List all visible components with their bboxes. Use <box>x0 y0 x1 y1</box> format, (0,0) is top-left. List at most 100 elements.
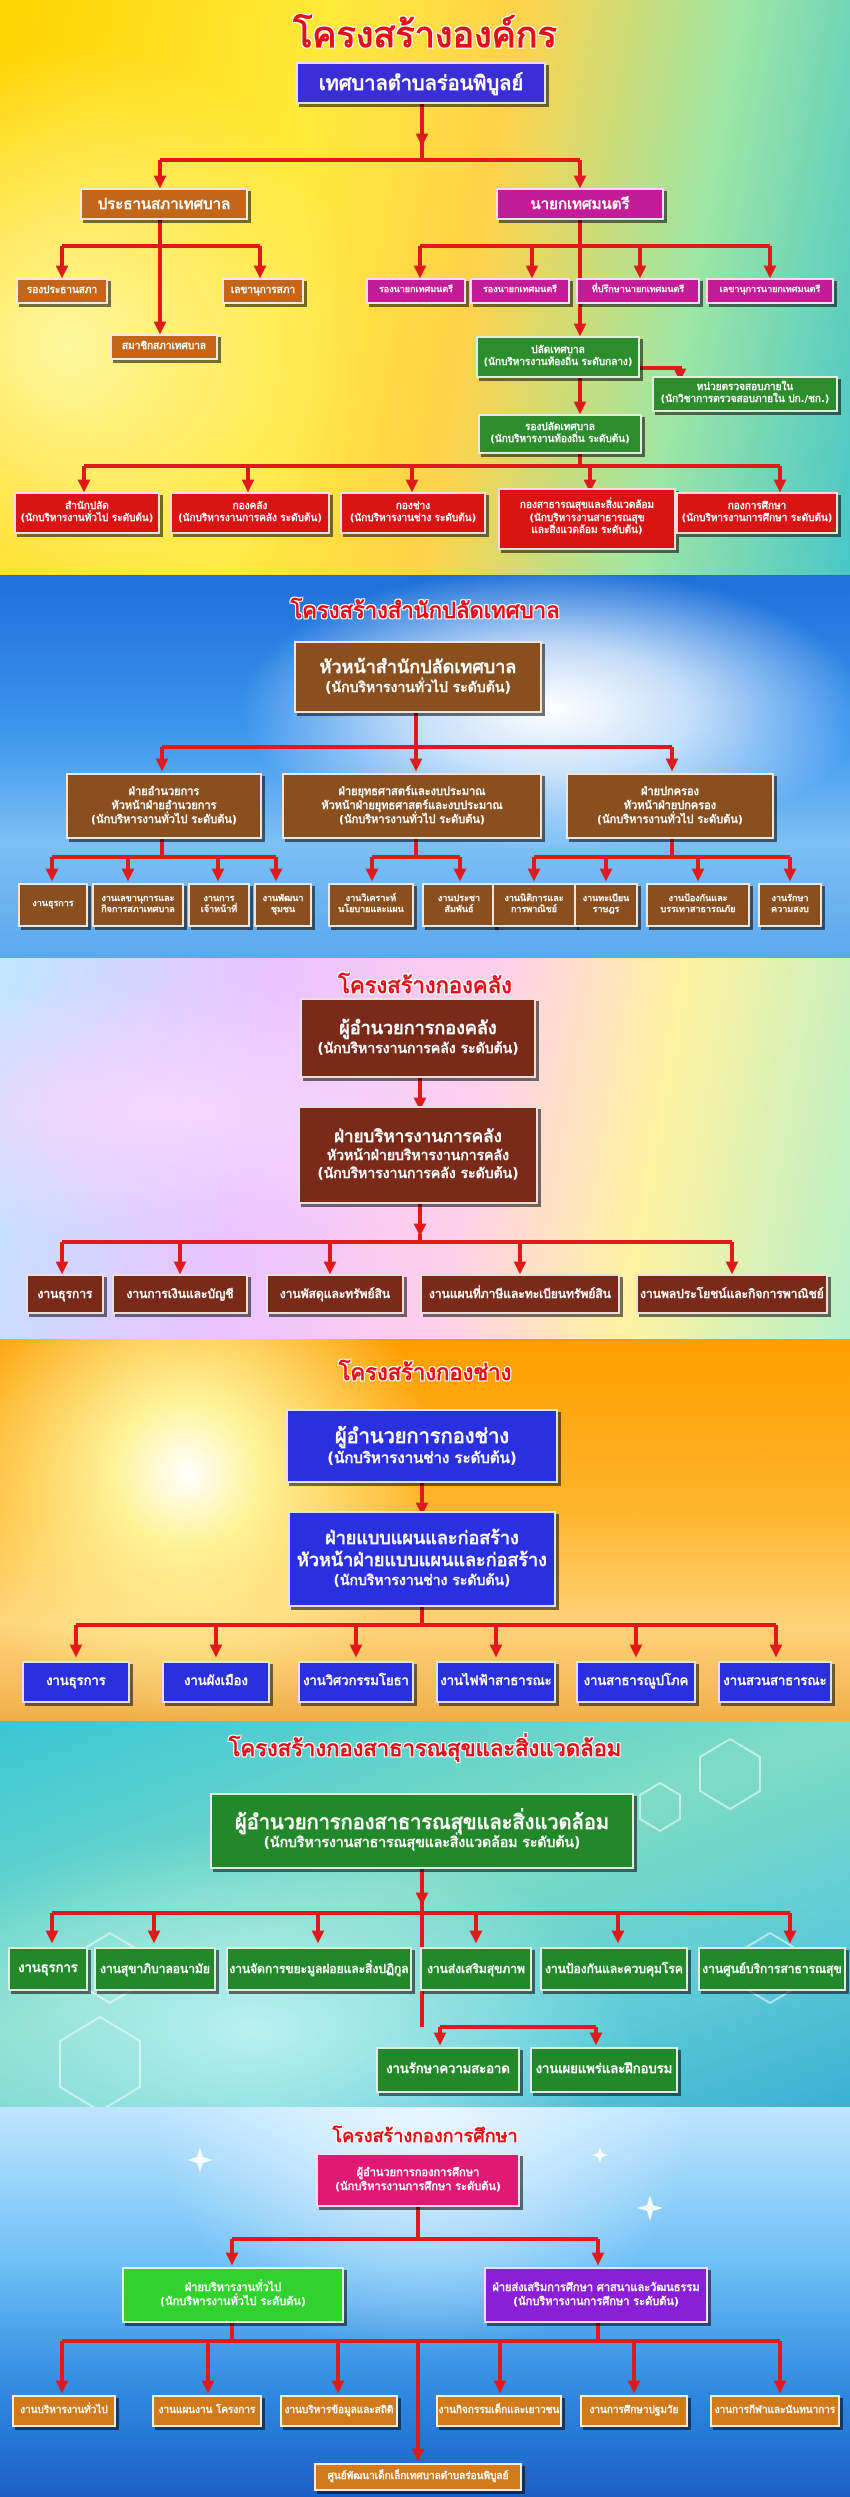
finance-division-head-label: หัวหน้าฝ่ายบริหารงานการคลัง <box>327 1148 509 1165</box>
clerk-office-head-label: หัวหน้าสำนักปลัดเทศบาล <box>319 657 517 678</box>
unit-box: งานธุรการ <box>26 1274 104 1314</box>
council-secretary-label: เลขานุการสภา <box>230 284 296 296</box>
division-head-label: หัวหน้าฝ่ายปกครอง <box>623 799 717 813</box>
section3-title: โครงสร้างกองคลัง <box>338 974 512 999</box>
unit-label: งานพัสดุและทรัพย์สิน <box>279 1286 391 1301</box>
unit-box: งานบริหารงานทั่วไป <box>12 2395 116 2427</box>
department-level: (นักบริหารงานสาธารณสุข <box>529 512 645 524</box>
unit-box: งานสวนสาธารณะ <box>718 1661 832 1703</box>
unit-label: กิจการสภาเทศบาล <box>101 905 175 915</box>
unit-label: งานรักษา <box>771 893 809 904</box>
municipal-clerk-box: ปลัดเทศบาล (นักบริหารงานท้องถิ่น ระดับกล… <box>476 336 640 378</box>
unit-label: งานบริหารงานทั่วไป <box>20 2404 108 2416</box>
department-box: กองช่าง (นักบริหารงานช่าง ระดับต้น) <box>340 492 486 534</box>
unit-box: งานเผยแพร่และฝึกอบรม <box>530 2047 678 2093</box>
general-admin-division-box: ฝ่ายบริหารงานทั่วไป (นักบริหารงานทั่วไป … <box>122 2267 344 2323</box>
engineering-division-box: ฝ่ายแบบแผนและก่อสร้าง หัวหน้าฝ่ายแบบแผนแ… <box>288 1511 556 1607</box>
engineering-division-head-label: หัวหน้าฝ่ายแบบแผนและก่อสร้าง <box>297 1550 547 1572</box>
section-engineering-division: โครงสร้างกองช่าง ผู้อำนวยการกองช่าง (นัก… <box>0 1339 850 1721</box>
engineering-division-level: (นักบริหารงานช่าง ระดับต้น) <box>333 1572 511 1589</box>
department-level: (นักบริหารงานช่าง ระดับต้น) <box>349 513 477 524</box>
mayor-staff-label: เลขานุการนายกเทศมนตรี <box>719 285 821 296</box>
unit-box: งานไฟฟ้าสาธารณะ <box>436 1661 556 1703</box>
department-box: กองสาธารณสุขและสิ่งแวดล้อม (นักบริหารงาน… <box>498 488 676 550</box>
unit-label: งานธุรการ <box>46 1673 106 1689</box>
mayor-staff-box: เลขานุการนายกเทศมนตรี <box>706 278 834 304</box>
department-level: (นักบริหารงานการศึกษา ระดับต้น) <box>681 513 833 524</box>
unit-label: งานวิเคราะห์ <box>345 893 397 904</box>
council-president-label: ประธานสภาเทศบาล <box>97 194 231 213</box>
section-education-division: โครงสร้างกองการศึกษา ผู้อำนวยการกองการศึ… <box>0 2107 850 2497</box>
public-health-director-label: ผู้อำนวยการกองสาธารณสุขและสิ่งแวดล้อม <box>234 1809 610 1834</box>
mayor-staff-box: ที่ปรึกษานายกเทศมนตรี <box>576 278 700 304</box>
division-level: (นักบริหารงานทั่วไป ระดับต้น) <box>160 2295 306 2308</box>
unit-label: งานเผยแพร่และฝึกอบรม <box>535 2061 673 2077</box>
unit-label: งานแผนที่ภาษีและทะเบียนทรัพย์สิน <box>429 1286 611 1301</box>
division-head-label: หัวหน้าฝ่ายอำนวยการ <box>111 799 217 813</box>
department-box: กองการศึกษา (นักบริหารงานการศึกษา ระดับต… <box>676 492 838 534</box>
department-label: กองการศึกษา <box>727 500 787 512</box>
finance-director-box: ผู้อำนวยการกองคลัง (นักบริหารงานการคลัง … <box>300 998 536 1078</box>
unit-label: งานการ <box>203 893 235 904</box>
division-label: ฝ่ายอำนวยการ <box>128 785 200 799</box>
internal-audit-level: (นักวิชาการตรวจสอบภายใน ปก./ชก.) <box>660 394 830 405</box>
unit-label: งานการเงินและบัญชี <box>126 1286 234 1301</box>
unit-box: งานทะเบียน ราษฎร <box>574 883 638 927</box>
municipal-clerk-label: ปลัดเทศบาล <box>531 344 585 356</box>
section2-title: โครงสร้างสำนักปลัดเทศบาล <box>290 599 560 624</box>
division-label: ฝ่ายปกครอง <box>641 785 699 799</box>
unit-box: งานการศึกษาปฐมวัย <box>580 2395 688 2427</box>
finance-division-level: (นักบริหารงานการคลัง ระดับต้น) <box>317 1165 519 1182</box>
unit-label: งานทะเบียน <box>582 893 630 904</box>
mayor-staff-label: ที่ปรึกษานายกเทศมนตรี <box>591 285 685 296</box>
unit-box: งานผังเมือง <box>162 1661 270 1703</box>
finance-director-label: ผู้อำนวยการกองคลัง <box>339 1018 497 1039</box>
unit-box: งานรักษาความสะอาด <box>376 2047 520 2093</box>
unit-label: งานเลขานุการและ <box>101 893 175 904</box>
unit-label: เจ้าหน้าที่ <box>200 905 238 915</box>
municipal-clerk-level: (นักบริหารงานท้องถิ่น ระดับกลาง) <box>483 357 633 368</box>
engineering-director-label: ผู้อำนวยการกองช่าง <box>334 1424 510 1449</box>
education-director-level: (นักบริหารงานการศึกษา ระดับต้น) <box>335 2180 501 2193</box>
council-vice-label: รองประธานสภา <box>26 284 98 296</box>
council-president-box: ประธานสภาเทศบาล <box>80 188 248 220</box>
unit-box: งานวิเคราะห์ นโยบายและแผน <box>328 883 414 927</box>
unit-label: งานบริหารข้อมูลและสถิติ <box>284 2404 394 2416</box>
mayor-staff-label: รองนายกเทศมนตรี <box>378 285 454 296</box>
unit-box: งานแผนงาน โครงการ <box>152 2395 262 2427</box>
unit-box: งานสุขาภิบาลอนามัย <box>94 1947 216 1991</box>
unit-box: งานวิศวกรรมโยธา <box>298 1661 414 1703</box>
section-public-health-division: โครงสร้างกองสาธารณสุขและสิ่งแวดล้อม ผู้อ… <box>0 1721 850 2107</box>
mayor-staff-box: รองนายกเทศมนตรี <box>366 278 466 304</box>
unit-label: งานธุรการ <box>18 1960 78 1976</box>
unit-box: งานจัดการขยะมูลฝอยและสิ่งปฏิกูล <box>226 1947 412 1991</box>
unit-label: การพาณิชย์ <box>510 905 558 915</box>
council-secretary-box: เลขานุการสภา <box>222 278 304 304</box>
unit-box: งานธุรการ <box>18 883 88 927</box>
council-vice-box: รองประธานสภา <box>16 278 108 304</box>
public-health-director-level: (นักบริหารงานสาธารณสุขและสิ่งแวดล้อม ระด… <box>263 1834 581 1851</box>
finance-director-level: (นักบริหารงานการคลัง ระดับต้น) <box>317 1040 519 1057</box>
clerk-office-head-box: หัวหน้าสำนักปลัดเทศบาล (นักบริหารงานทั่ว… <box>294 641 542 713</box>
org-root-label: เทศบาลตำบลร่อนพิบูลย์ <box>318 70 524 95</box>
deputy-clerk-level: (นักบริหารงานท้องถิ่น ระดับต้น) <box>490 434 630 445</box>
education-promotion-division-box: ฝ่ายส่งเสริมการศึกษา ศาสนาและวัฒนธรรม (น… <box>484 2267 708 2323</box>
unit-label: งานป้องกันและควบคุมโรค <box>545 1961 683 1976</box>
unit-box: งานธุรการ <box>8 1947 88 1991</box>
council-members-box: สมาชิกสภาเทศบาล <box>110 334 218 360</box>
division-label: ฝ่ายยุทธศาสตร์และงบประมาณ <box>338 785 486 799</box>
unit-box: งานบริหารข้อมูลและสถิติ <box>280 2395 398 2427</box>
section-clerk-office: โครงสร้างสำนักปลัดเทศบาล หัวหน้าสำนักปลั… <box>0 575 850 958</box>
department-box: กองคลัง (นักบริหารงานการคลัง ระดับต้น) <box>170 492 330 534</box>
unit-box: งานนิติการและ การพาณิชย์ <box>492 883 576 927</box>
unit-label: งานไฟฟ้าสาธารณะ <box>440 1673 552 1689</box>
unit-box: งานศูนย์บริการสาธารณสุข <box>698 1947 846 1991</box>
division-level: (นักบริหารงานการศึกษา ระดับต้น) <box>513 2295 679 2308</box>
unit-box: งานพัสดุและทรัพย์สิน <box>266 1274 404 1314</box>
unit-box: งานกิจกรรมเด็กและเยาวชน <box>436 2395 562 2427</box>
unit-label: งานกิจกรรมเด็กและเยาวชน <box>438 2404 560 2416</box>
unit-label: งานส่งเสริมสุขภาพ <box>427 1961 525 1976</box>
unit-box: งานการเงินและบัญชี <box>112 1274 248 1314</box>
unit-box: งานการกีฬาและนันทนาการ <box>710 2395 840 2427</box>
unit-label: งานรักษาความสะอาด <box>386 2061 510 2077</box>
